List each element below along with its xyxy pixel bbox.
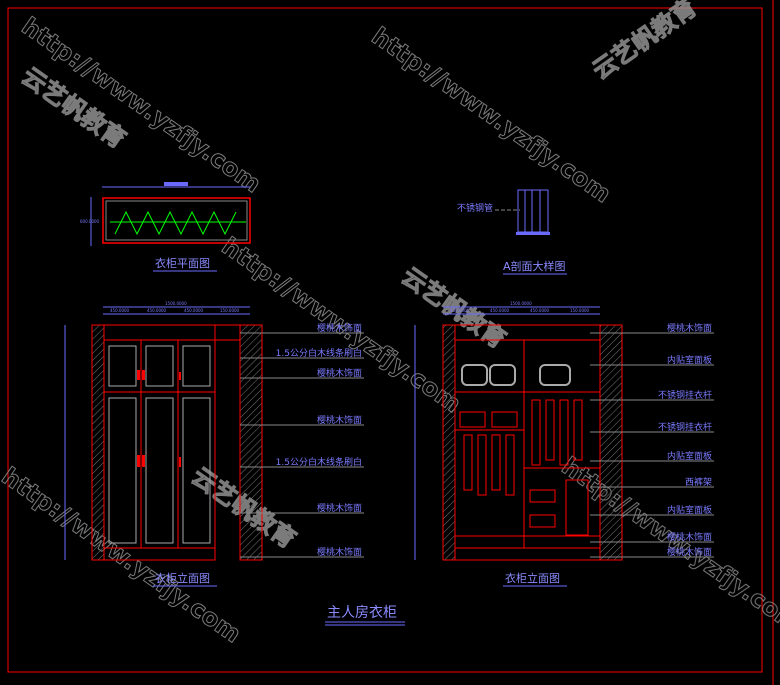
left-sub-dim: 450.0000: [147, 308, 167, 313]
material-label: 内贴室面板: [667, 450, 712, 462]
material-label: 内贴室面板: [667, 354, 712, 366]
right-sub-dim: 450.0000: [530, 308, 550, 313]
material-label: 樱桃木饰面: [317, 502, 362, 514]
material-label: 樱桃木饰面: [317, 546, 362, 558]
right-sub-dim: 450.0000: [490, 308, 510, 313]
hanger-zigzag: [114, 210, 237, 236]
material-label: 1.5公分白木线条刷白: [276, 347, 362, 359]
section-label: 不锈钢管: [457, 202, 493, 214]
left-elevation-title: 衣柜立面图: [155, 571, 210, 585]
material-label: 樱桃木饰面: [667, 322, 712, 334]
left-width-dim: 1500.0000: [165, 301, 187, 306]
material-label: 樱桃木饰面: [317, 414, 362, 426]
material-label: 樱桃木饰面: [667, 546, 712, 558]
plan-title: 衣柜平面图: [155, 256, 210, 270]
watermark-url: http://www.yzfjy.com: [557, 452, 780, 638]
material-label: 1.5公分白木线条刷白: [276, 456, 362, 468]
material-label: 樱桃木饰面: [667, 531, 712, 543]
right-sub-dim: 450.0000: [450, 308, 470, 313]
material-label: 樱桃木饰面: [317, 322, 362, 334]
drawing-frame: [7, 7, 763, 673]
right-elevation-title: 衣柜立面图: [505, 571, 560, 585]
section-detail: 不锈钢管 A剖面大样图: [457, 189, 567, 275]
material-label: 内贴室面板: [667, 504, 712, 516]
left-sub-dim: 150.0000: [220, 308, 240, 313]
right-width-dim: 1500.0000: [510, 301, 532, 306]
section-title: A剖面大样图: [503, 259, 566, 273]
right-elevation: 1500.0000 450.0000 450.0000 450.0000 150…: [414, 301, 714, 587]
material-label: 不锈钢挂衣杆: [658, 389, 712, 401]
right-sub-dim: 150.0000: [570, 308, 590, 313]
plan-view: 600.0000 衣柜平面图: [80, 182, 251, 272]
watermarks: http://www.yzfjy.com http://www.yzfjy.co…: [0, 0, 780, 649]
watermark-url: http://www.yzfjy.com: [367, 22, 617, 208]
watermark-brand: 云艺帆教育: [587, 0, 701, 85]
main-title: 主人房衣柜: [327, 605, 397, 621]
plan-depth-dim: 600.0000: [80, 219, 100, 224]
material-label: 樱桃木饰面: [317, 367, 362, 379]
left-sub-dim: 450.0000: [110, 308, 130, 313]
material-label: 西裤架: [685, 476, 712, 488]
left-sub-dim: 450.0000: [184, 308, 204, 313]
left-elevation: 1500.0000 450.0000 450.0000 450.0000 150…: [64, 301, 364, 587]
material-label: 不锈钢挂衣杆: [658, 421, 712, 433]
